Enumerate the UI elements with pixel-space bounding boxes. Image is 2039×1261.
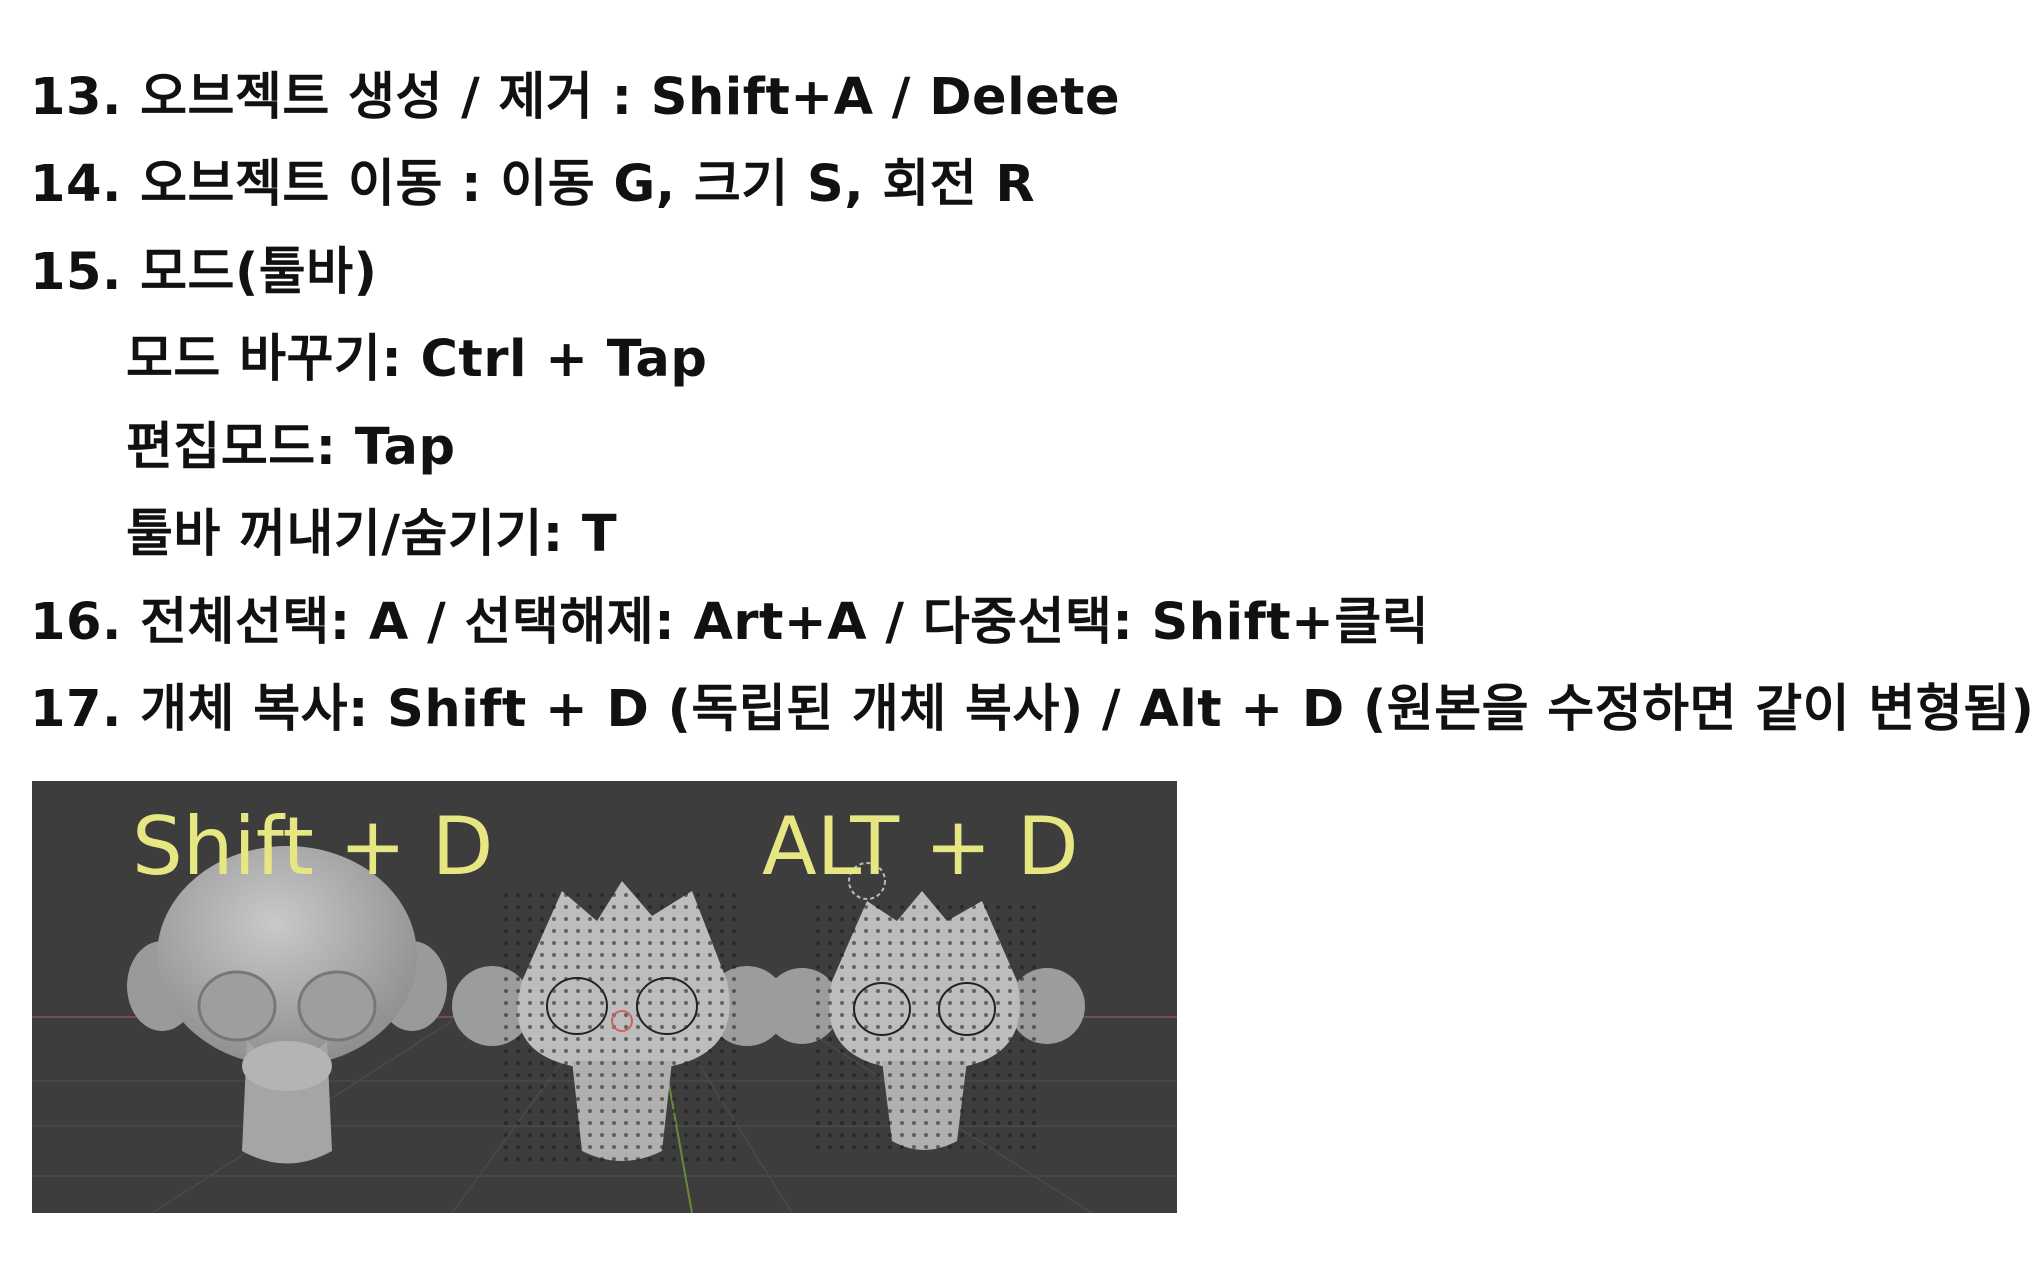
item-15-mode-toolbar: 15. 모드(툴바) [30,243,378,302]
monkey-mesh-alt-d [764,891,1085,1151]
item-15-toolbar-toggle: 툴바 꺼내기/숨기기: T [126,505,618,564]
item-14-object-transform: 14. 오브젝트 이동 : 이동 G, 크기 S, 회전 R [30,155,1036,214]
item-16-selection: 16. 전체선택: A / 선택해제: Art+A / 다중선택: Shift+… [30,593,1430,652]
item-15-edit-mode: 편집모드: Tap [126,418,456,477]
item-13-object-create-delete: 13. 오브젝트 생성 / 제거 : Shift+A / Delete [30,68,1121,127]
monkey-mesh-original [127,846,447,1164]
shift-d-label: Shift + D [132,800,494,893]
viewport-illustration [32,846,1177,1213]
alt-d-label: ALT + D [762,800,1079,893]
item-15-mode-switch: 모드 바꾸기: Ctrl + Tap [126,330,708,389]
cursor-circle-icon [848,862,886,900]
blender-duplicate-screenshot: Shift + D ALT + D [32,781,1177,1213]
item-17-duplicate: 17. 개체 복사: Shift + D (독립된 개체 복사) / Alt +… [30,680,2035,739]
monkey-mesh-shift-d [452,881,787,1161]
